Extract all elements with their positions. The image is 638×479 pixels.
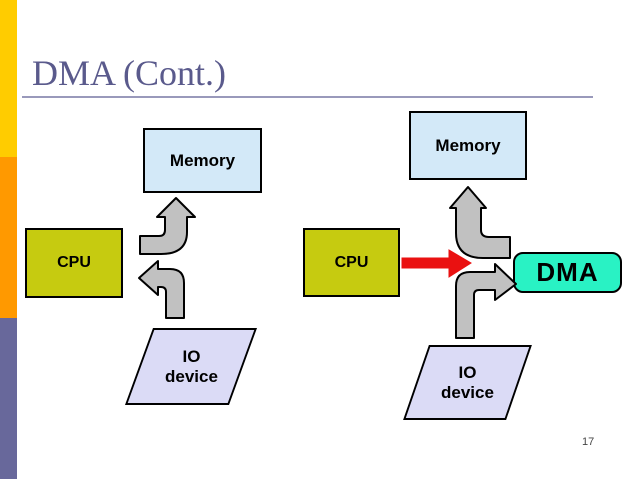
right-memory-label: Memory [435, 135, 501, 155]
right-io-device-shape: IO device [403, 345, 532, 420]
page-title: DMA (Cont.) [32, 53, 227, 93]
dma-box: DMA [513, 252, 622, 293]
red-arrow-cpu-to-dma-icon [401, 249, 472, 278]
left-cpu-box: CPU [25, 228, 123, 298]
sidebar-accent-purple [0, 318, 17, 479]
sidebar-accent-yellow [0, 0, 17, 157]
left-io-device-shape: IO device [124, 328, 258, 405]
right-cpu-label: CPU [334, 253, 369, 271]
right-curved-arrow-to-memory-icon [449, 186, 511, 259]
left-memory-label: Memory [169, 150, 236, 170]
title-underline [22, 96, 593, 98]
dma-label: DMA [536, 257, 599, 287]
left-io-label-line1: IO [182, 346, 200, 366]
page-number: 17 [582, 436, 595, 448]
right-memory-box: Memory [409, 111, 527, 180]
sidebar-accent-orange [0, 157, 17, 318]
left-curved-arrow-io-to-cpu-icon [138, 260, 185, 319]
right-io-label-line1: IO [458, 362, 477, 382]
left-io-label-line2: device [164, 366, 218, 386]
right-curved-arrow-io-to-dma-icon [455, 263, 517, 339]
left-cpu-label: CPU [57, 254, 91, 271]
left-io-device-label: IO device [165, 347, 218, 386]
left-memory-box: Memory [143, 128, 262, 193]
right-cpu-box: CPU [303, 228, 400, 297]
left-curved-arrow-to-memory-icon [139, 197, 196, 255]
right-io-device-label: IO device [441, 363, 494, 402]
right-io-label-line2: device [441, 382, 494, 402]
